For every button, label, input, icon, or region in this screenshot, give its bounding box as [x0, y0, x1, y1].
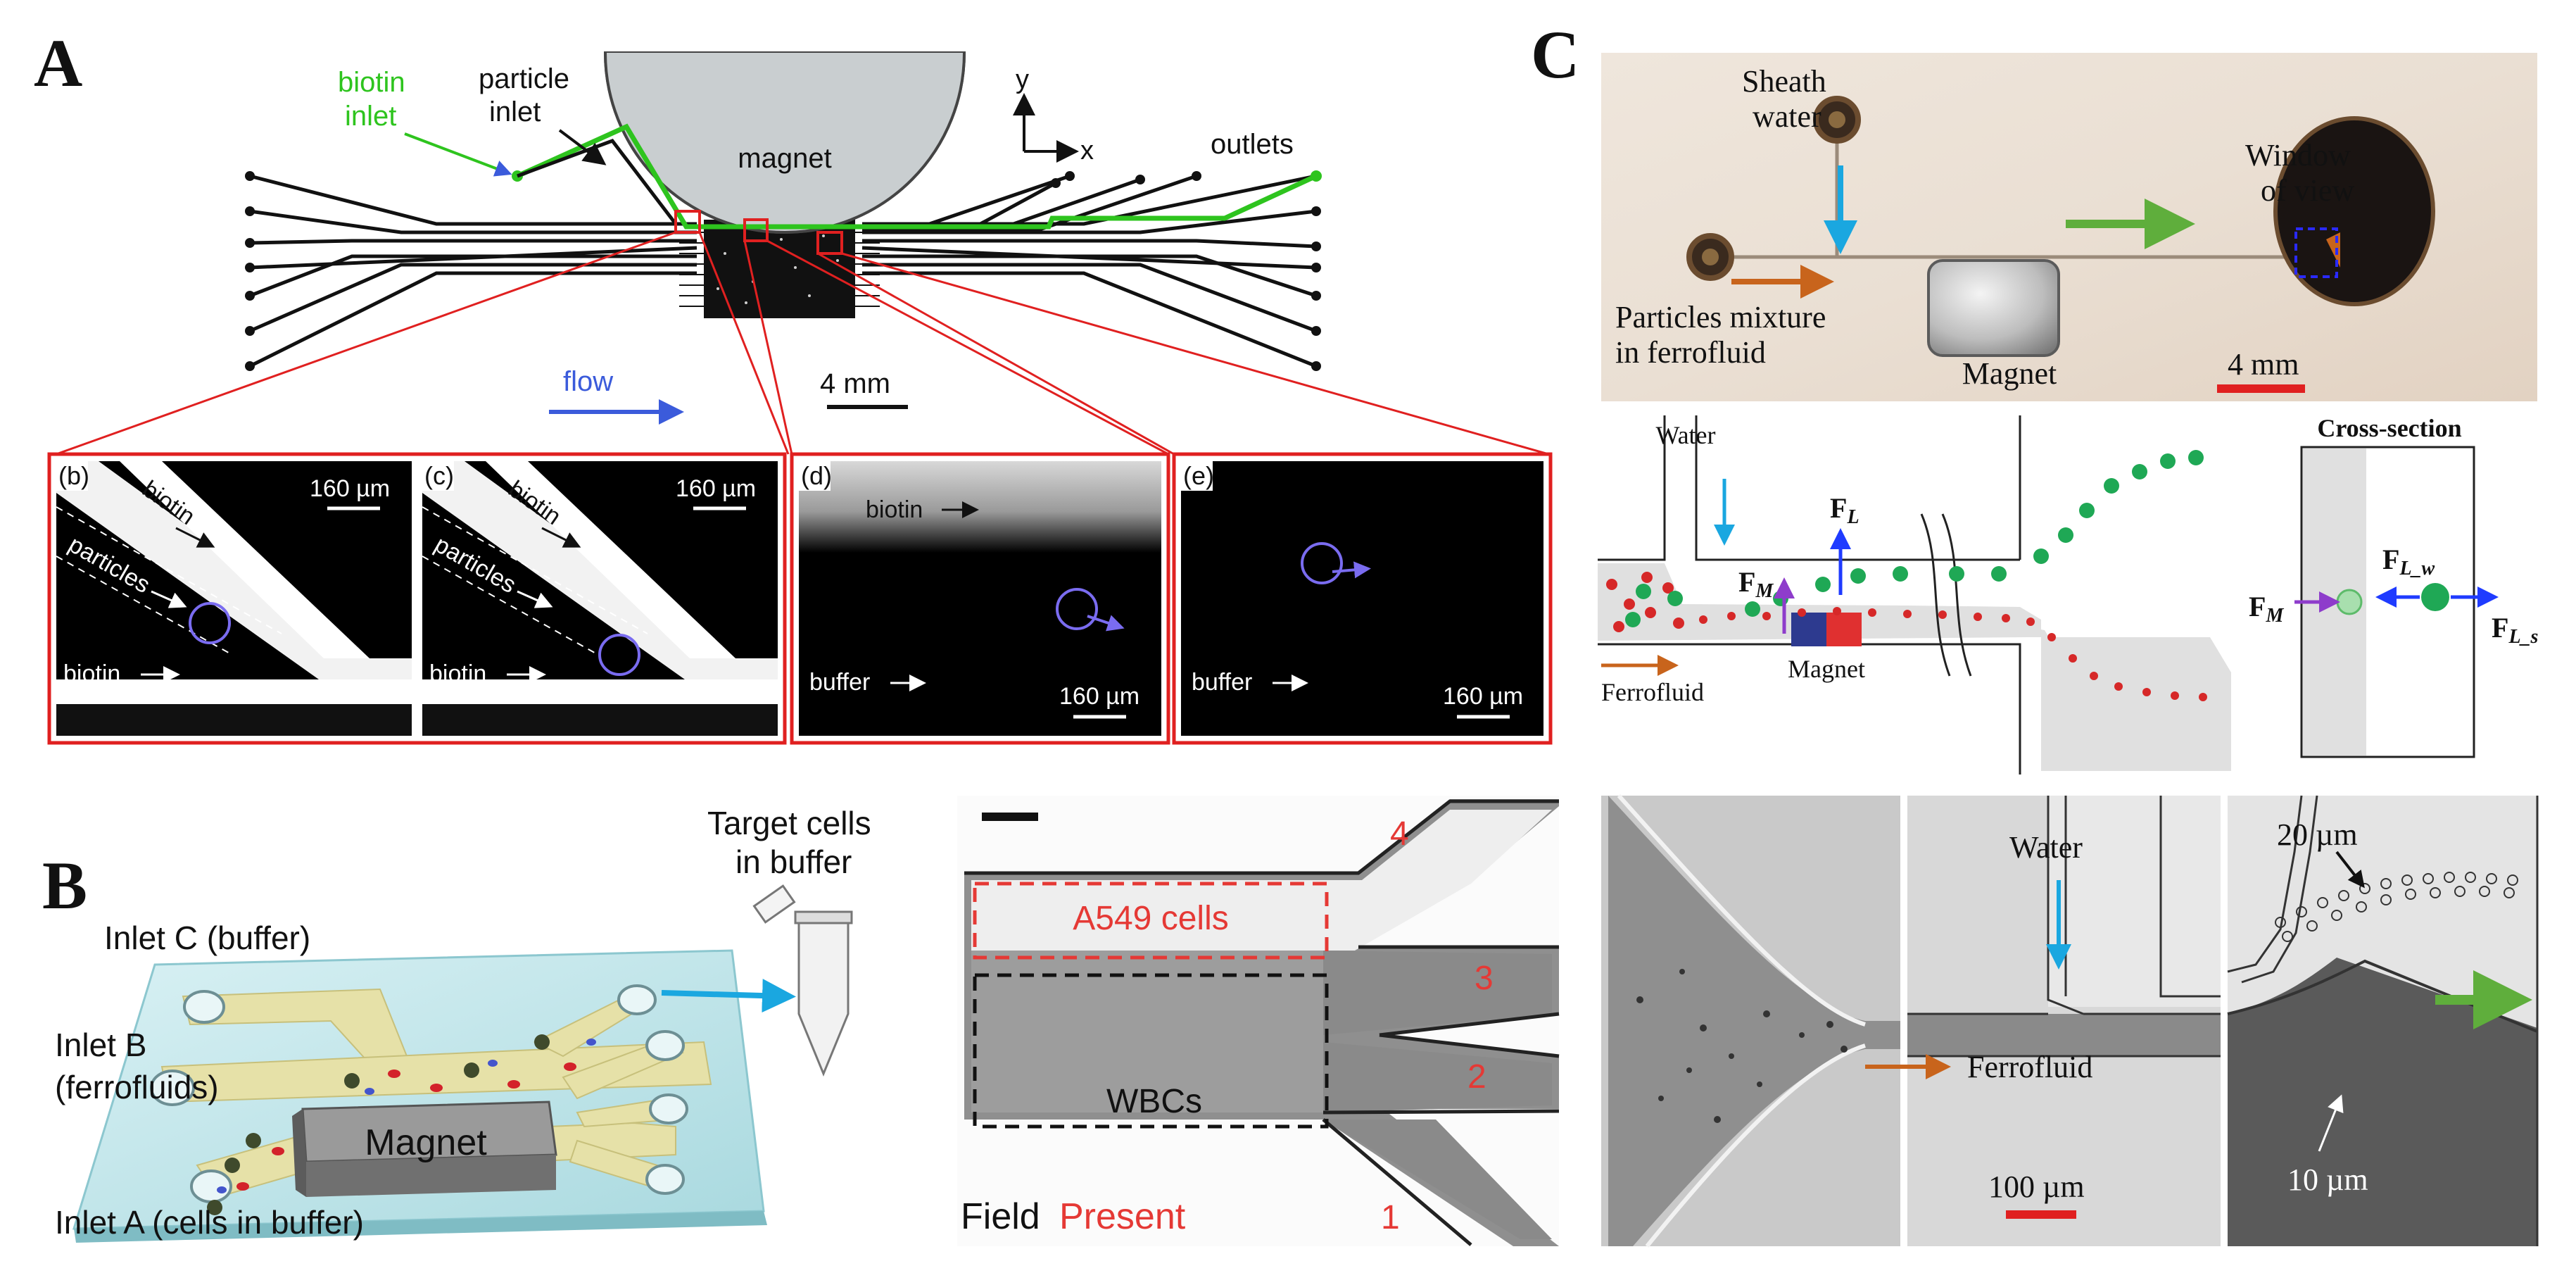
biotin-inlet-label-1: biotin	[338, 67, 405, 98]
inset-d-biotin: biotin	[866, 496, 923, 523]
cross-section: Cross-section FM FL_w FL_s	[2249, 414, 2539, 758]
particle-inlet-label-2: inlet	[489, 96, 541, 127]
inset-d-buffer: buffer	[809, 669, 870, 696]
panel-b: B Magnet	[42, 796, 1560, 1246]
micro-water: Water	[2009, 830, 2083, 865]
collect-arrow	[661, 979, 796, 1013]
inset-e-scale: 160 µm	[1443, 683, 1523, 710]
flow-label: flow	[563, 366, 613, 397]
inlet-b-label-1: Inlet B	[55, 1027, 146, 1063]
schematic-fl: FL	[1830, 492, 1860, 528]
inset-b-biotin-bottom: biotin	[63, 660, 120, 687]
inset-e: (e) buffer 160 µm	[1181, 461, 1543, 736]
outlet-num-3: 3	[1475, 960, 1494, 997]
collection-tube	[752, 884, 853, 1077]
photo-magnet	[1927, 259, 2060, 357]
cells	[207, 1034, 596, 1215]
inlet-b-label-2: (ferrofluids)	[55, 1069, 219, 1105]
particles-mixture-2: in ferrofluid	[1615, 335, 1766, 370]
zoom-boxes	[674, 210, 843, 255]
photo-scale-label: 4 mm	[2228, 347, 2299, 382]
chip-ports	[150, 984, 688, 1203]
particle-inlet-label-1: particle	[479, 63, 569, 94]
window-view-1: Window	[2245, 138, 2351, 173]
xy-axes: y x	[1013, 65, 1094, 165]
micro-scale-label: 100 µm	[1988, 1169, 2085, 1204]
inset-group-bc	[47, 452, 787, 745]
target-cells-label-2: in buffer	[735, 844, 852, 880]
inset-b-scale: 160 µm	[310, 475, 390, 502]
right-micro-particles	[2275, 872, 2518, 942]
micrograph-strip: Water Ferrofluid 100 µm 20	[1601, 794, 2539, 1248]
inset-c: (c) biotin particles biotin 160 µm	[422, 461, 778, 736]
inset-c-scale: 160 µm	[676, 475, 756, 502]
left-micro-particles	[1636, 969, 1848, 1123]
outlets-label: outlets	[1211, 129, 1294, 160]
sheath-water-2: water	[1753, 99, 1821, 134]
zoom-lines	[56, 231, 1549, 456]
inset-b-letter: (b)	[58, 461, 89, 490]
outlet-num-1: 1	[1381, 1199, 1400, 1236]
inset-b: (b) biotin particles biotin 160 µm	[56, 461, 412, 736]
outlet-micrograph: A549 cells WBCs 4 3 2 1 Field Present	[957, 796, 1560, 1246]
inset-e-letter: (e)	[1183, 461, 1214, 490]
photo-magnet-label: Magnet	[1962, 356, 2057, 391]
magnet-label: magnet	[738, 143, 831, 174]
outlet-num-4: 4	[1390, 815, 1409, 853]
schematic-ferrofluid: Ferrofluid	[1601, 678, 1704, 706]
panel-c: C Sheath water Particles mixture in ferr…	[1531, 17, 2539, 1248]
cross-section-title: Cross-section	[2317, 414, 2461, 442]
panel-a: A	[34, 25, 1553, 745]
inset-d-scale: 160 µm	[1059, 683, 1139, 710]
micro-ferrofluid: Ferrofluid	[1967, 1050, 2092, 1084]
cross-flw: FL_w	[2382, 544, 2435, 579]
micro-size-20: 20 µm	[2277, 817, 2358, 852]
inset-d-letter: (d)	[801, 461, 832, 490]
inlet-c-label: Inlet C (buffer)	[104, 920, 310, 956]
inset-d: (d) biotin buffer 160 µm	[799, 461, 1161, 736]
present-label: Present	[1059, 1196, 1186, 1237]
scale-label-a: 4 mm	[820, 368, 890, 399]
wbcs-label: WBCs	[1106, 1083, 1202, 1120]
inset-c-letter: (c)	[424, 461, 454, 490]
biotin-inlet-label-2: inlet	[345, 101, 396, 132]
separation-chamber	[704, 220, 855, 318]
chip-magnet-label: Magnet	[365, 1122, 487, 1163]
axis-y-label: y	[1016, 65, 1029, 94]
window-view-2: of view	[2261, 173, 2354, 208]
schematic-water: Water	[1655, 421, 1715, 449]
axis-x-label: x	[1080, 136, 1094, 165]
inset-c-biotin-bottom: biotin	[429, 660, 486, 687]
a549-label: A549 cells	[1073, 900, 1228, 937]
inlet-a-label: Inlet A (cells in buffer)	[55, 1204, 364, 1241]
target-cells-label-1: Target cells	[707, 805, 871, 841]
cross-fls: FL_s	[2492, 612, 2539, 648]
panel-c-letter: C	[1531, 17, 1579, 92]
schematic-magnet: Magnet	[1788, 655, 1865, 683]
particles-mixture-1: Particles mixture	[1615, 300, 1826, 334]
red-particles	[1606, 572, 2207, 701]
panel-a-letter: A	[34, 25, 82, 101]
biotin-channel	[516, 123, 1318, 230]
sheath-water-1: Sheath	[1742, 64, 1826, 99]
force-schematic: Water Ferrofluid Magnet FL FM	[1598, 415, 2231, 775]
panel-b-letter: B	[42, 848, 87, 923]
inset-group-d	[790, 452, 1170, 745]
green-particles	[1625, 450, 2204, 627]
inset-e-buffer: buffer	[1192, 669, 1252, 696]
schematic-fm: FM	[1738, 566, 1774, 602]
inset-group-e	[1172, 452, 1553, 745]
micro-size-10: 10 µm	[2287, 1162, 2368, 1197]
field-label: Field	[961, 1196, 1040, 1237]
outlet-num-2: 2	[1467, 1058, 1486, 1096]
cross-fm: FM	[2249, 591, 2284, 627]
device-photo: Sheath water Particles mixture in ferrof…	[1601, 53, 2537, 401]
